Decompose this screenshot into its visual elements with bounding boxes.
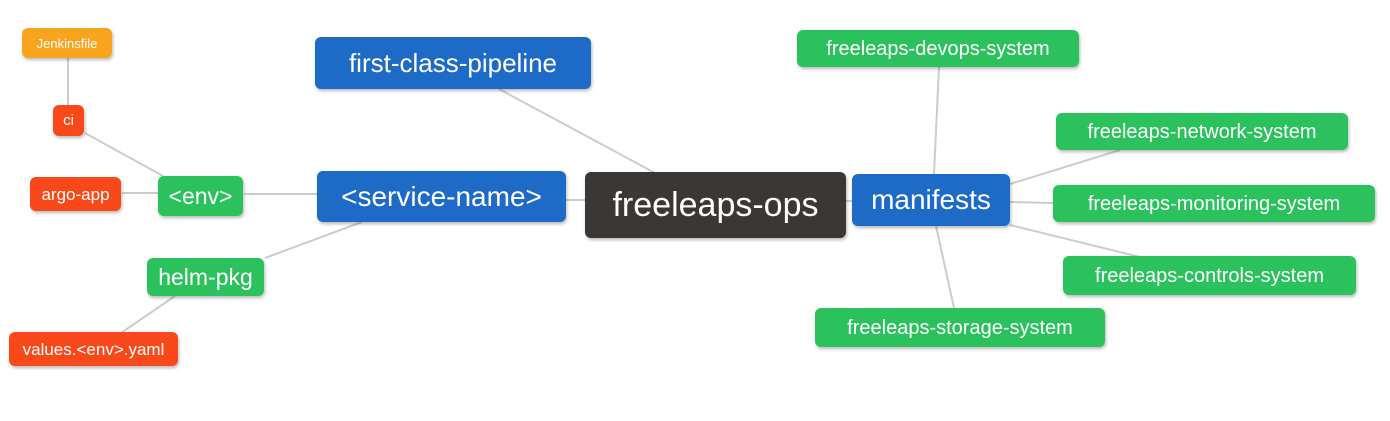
node-env[interactable]: <env> (158, 176, 243, 216)
node-monitoring-system[interactable]: freeleaps-monitoring-system (1053, 185, 1375, 222)
node-network-system[interactable]: freeleaps-network-system (1056, 113, 1348, 150)
edge-manifests-to-controls-system (1009, 224, 1141, 258)
node-jenkinsfile[interactable]: Jenkinsfile (22, 28, 112, 58)
node-service-name[interactable]: <service-name> (317, 171, 566, 222)
node-ci[interactable]: ci (53, 105, 84, 136)
edge-first-class-pipeline-to-freeleaps-ops (498, 88, 656, 174)
node-devops-system[interactable]: freeleaps-devops-system (797, 30, 1079, 67)
edge-service-name-to-helm-pkg (264, 221, 363, 259)
edge-manifests-to-monitoring-system (1009, 201, 1054, 204)
node-values-env-yaml[interactable]: values.<env>.yaml (9, 332, 178, 366)
node-argo-app[interactable]: argo-app (30, 177, 121, 211)
node-freeleaps-ops[interactable]: freeleaps-ops (585, 172, 846, 238)
node-controls-system[interactable]: freeleaps-controls-system (1063, 256, 1356, 295)
edge-manifests-to-network-system (1009, 149, 1121, 185)
edge-ci-to-env (84, 132, 164, 177)
edge-manifests-to-storage-system (935, 225, 955, 309)
edge-manifests-to-devops-system (933, 66, 940, 175)
node-manifests[interactable]: manifests (852, 174, 1010, 226)
node-first-class-pipeline[interactable]: first-class-pipeline (315, 37, 591, 89)
node-storage-system[interactable]: freeleaps-storage-system (815, 308, 1105, 347)
edge-helm-pkg-to-values-env-yaml (120, 295, 176, 334)
node-helm-pkg[interactable]: helm-pkg (147, 258, 264, 296)
